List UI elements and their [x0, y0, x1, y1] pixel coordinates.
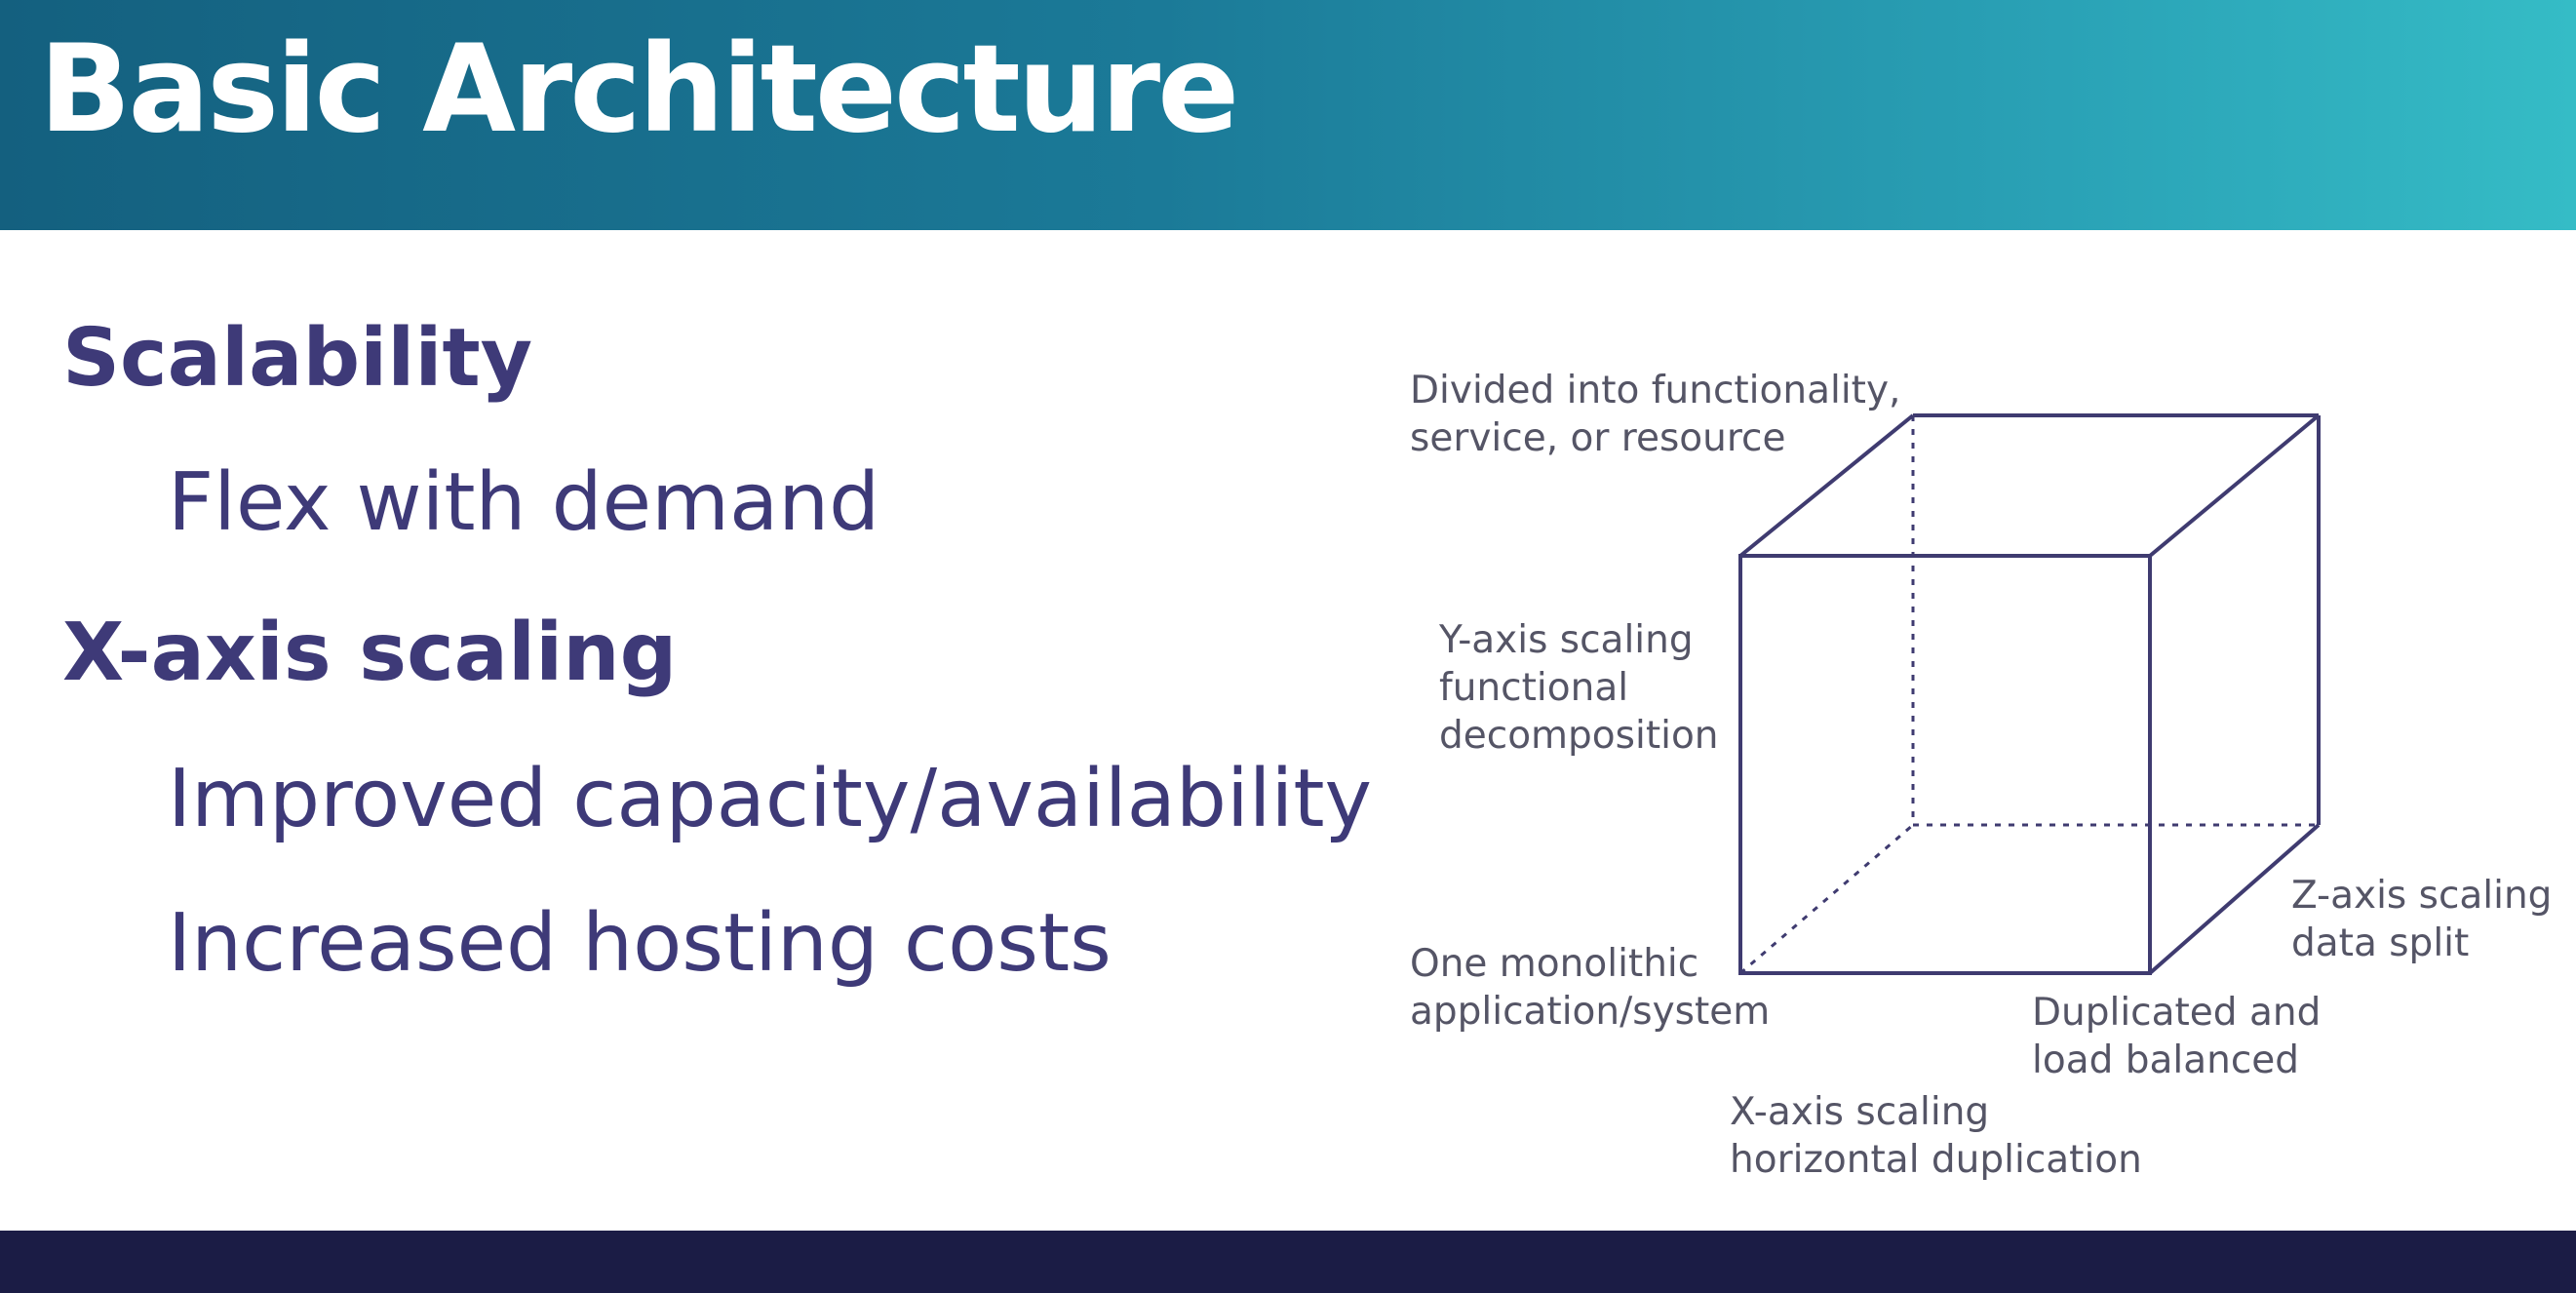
cube-hidden-edges	[1739, 415, 2319, 975]
label-x-axis-scaling: X-axis scaling horizontal duplication	[1730, 1090, 2142, 1182]
label-divided-into-functionality: Divided into functionality, service, or …	[1410, 369, 1901, 460]
bullet-flex-with-demand: Flex with demand	[168, 456, 880, 549]
cube-top-left-edge	[1738, 413, 1915, 558]
cube-top-right-edge	[2148, 413, 2321, 558]
cube-bottom-right-edge	[2148, 823, 2321, 975]
label-one-monolithic: One monolithic application/system	[1410, 942, 1771, 1034]
bullet-scalability: Scalability	[62, 312, 533, 405]
cube-front-face	[1738, 554, 2152, 975]
bullet-x-axis-scaling: X-axis scaling	[62, 607, 678, 699]
label-y-axis-scaling: Y-axis scaling functional decomposition	[1439, 618, 1719, 758]
slide-footer-bar	[0, 1231, 2576, 1293]
cube-hidden-diagonal-edge	[1739, 823, 1914, 975]
label-z-axis-scaling: Z-axis scaling data split	[2291, 874, 2553, 965]
bullet-improved-capacity: Improved capacity/availability	[168, 753, 1373, 845]
slide-title: Basic Architecture	[39, 20, 1239, 160]
cube-edges	[1738, 413, 2321, 975]
label-duplicated-and-load-balanced: Duplicated and load balanced	[2032, 991, 2322, 1082]
bullet-increased-hosting-costs: Increased hosting costs	[168, 897, 1112, 990]
slide-header: Basic Architecture	[0, 0, 2576, 230]
